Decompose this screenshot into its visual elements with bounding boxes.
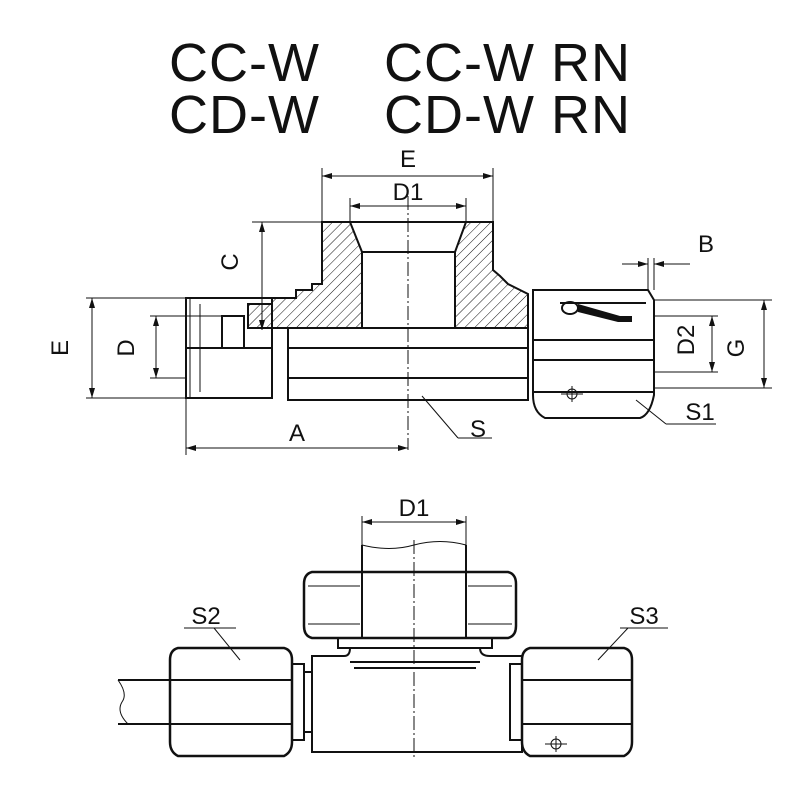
model-title-line-1: CC-W CC-W RN bbox=[169, 33, 631, 93]
dim-label-e-top: E bbox=[400, 146, 416, 173]
body-section-right bbox=[454, 221, 529, 329]
dim-label-c: C bbox=[217, 253, 244, 270]
dim-label-s1: S1 bbox=[685, 399, 714, 426]
dim-label-d2: D2 bbox=[673, 325, 700, 356]
nut-right bbox=[520, 646, 634, 758]
dim-label-s: S bbox=[470, 416, 486, 443]
dim-label-e-left: E bbox=[47, 340, 74, 356]
cutting-ring bbox=[578, 304, 632, 322]
dim-label-d: D bbox=[113, 339, 140, 356]
top-view: D1 S2 bbox=[117, 495, 668, 760]
dim-label-g: G bbox=[723, 339, 750, 358]
nut-right-hex bbox=[532, 339, 655, 419]
dim-label-d1-bottom: D1 bbox=[399, 495, 430, 522]
section-view: E D1 bbox=[47, 146, 772, 455]
dim-label-s2: S2 bbox=[191, 603, 220, 630]
nut-left bbox=[168, 646, 294, 758]
dim-label-b: B bbox=[698, 231, 714, 258]
nut-top bbox=[302, 570, 518, 640]
model-title-line-2: CD-W CD-W RN bbox=[169, 85, 631, 145]
dim-label-a: A bbox=[289, 420, 305, 447]
dim-label-s3: S3 bbox=[629, 603, 658, 630]
tee-body bbox=[311, 647, 523, 753]
body-section-left bbox=[247, 221, 363, 329]
nut-right-section bbox=[532, 289, 655, 341]
